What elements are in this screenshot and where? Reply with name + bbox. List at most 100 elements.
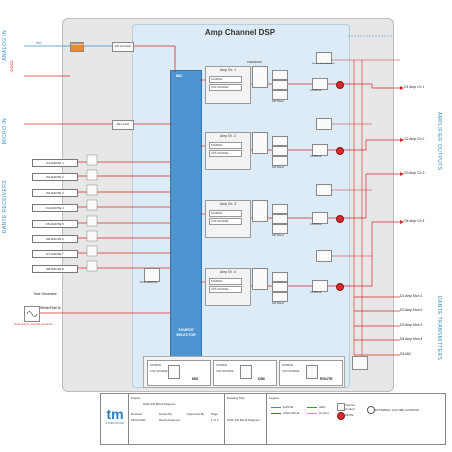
dante-tx-3: D3 Amp Mon 3 xyxy=(400,323,423,327)
dim-panel: SOURCE VOX SOURCE DIM xyxy=(213,360,277,386)
ch1-mute-icon xyxy=(336,81,344,89)
ch2-speaker-filter xyxy=(316,118,332,130)
legend-control: Control xyxy=(319,411,329,415)
amp-output-1: O1 Amp Ch 1 xyxy=(404,85,425,89)
mic-limiter-label: Mic Limiter xyxy=(116,123,130,126)
amp-ch2-source: SOURCE xyxy=(209,142,242,149)
ch4-mute-icon xyxy=(336,283,344,291)
ch3-eq-b xyxy=(272,214,288,224)
dante-rx-5: D5-DANTE 5 xyxy=(32,220,78,228)
legend-aes-swatch xyxy=(307,407,317,409)
adc-label: A/D Converter xyxy=(114,45,132,48)
tone-gen-icon xyxy=(24,306,40,322)
mix-source: SOURCE xyxy=(150,364,162,367)
mic-input-label: Mic xyxy=(36,41,42,45)
amp-output-4: O4 Amp Ch 4 xyxy=(404,219,425,223)
mix-sum-block xyxy=(168,365,180,379)
route-label: ROUTE xyxy=(320,377,333,381)
tone-gen-title: Tone Generator xyxy=(33,292,57,296)
selector-mic-label: MIC xyxy=(176,74,183,78)
legend-mute-icon xyxy=(337,412,345,420)
amplifier-outputs-label: AMPLIFIER OUTPUTS xyxy=(436,112,442,171)
amp-channel-4-title: Amp Ch. 4 xyxy=(219,270,237,274)
amp-ch2-vox-source: VOX SOURCE xyxy=(209,150,242,157)
ch2-eq-c xyxy=(272,156,288,166)
ch3-speaker-filter xyxy=(316,184,332,196)
ch2-eq-a xyxy=(272,136,288,146)
ch2-fir-label: FIR Filters xyxy=(272,166,284,169)
legend-mute: MUTE xyxy=(345,413,354,417)
dim-source: SOURCE xyxy=(216,364,228,367)
amp-channel-4: Amp Ch. 4 SOURCE VOX SOURCE xyxy=(205,268,251,306)
amp-output-2: O2 Amp Ch 2 xyxy=(404,137,425,141)
ch3-delay-label: 0-2500ms xyxy=(310,223,322,226)
volume-icon xyxy=(337,403,345,411)
approved-label: Approved By xyxy=(187,412,205,416)
title-block-drawing: Drawing Title NAM 4/D Block Diagram xyxy=(224,393,268,445)
dante-rx-1: D1-DANTE 1 xyxy=(32,159,78,167)
amp-channel-2: Amp Ch. 2 SOURCE VOX SOURCE xyxy=(205,132,251,170)
ch2-ducker xyxy=(252,132,268,154)
ch4-ducker xyxy=(252,268,268,290)
ch4-eq-c xyxy=(272,292,288,302)
ch4-speaker-filter xyxy=(316,250,332,262)
amp-channel-1: Amp Ch. 1 SOURCE VOX SOURCE xyxy=(205,66,251,104)
ch3-fir-label: FIR Filters xyxy=(272,234,284,237)
project-value: NAM 4/D Block Diagram xyxy=(143,402,176,406)
amp-output-3: O3 Amp Ch 3 xyxy=(404,171,425,175)
amp-ch3-vox-source: VOX SOURCE xyxy=(209,218,242,225)
ch1-speaker-filter xyxy=(316,52,332,64)
dim-label: DIM xyxy=(258,377,265,381)
ext-volume-icon xyxy=(367,406,375,414)
phantom-power-box: Phantom power xyxy=(70,42,86,52)
dsp-title: Amp Channel DSP xyxy=(204,28,276,37)
ch3-eq-c xyxy=(272,224,288,234)
ch1-delay xyxy=(312,78,328,90)
title-block-info: Project NAM 4/D Block Diagram Revised 23… xyxy=(128,393,226,445)
ch1-delay-label: 0-2500ms xyxy=(310,89,322,92)
tone-gen-note: Tone only by override at source xyxy=(14,322,53,326)
legend-volume: Volume Control xyxy=(345,403,356,411)
route-source: SOURCE xyxy=(282,364,294,367)
dante-rx-4: D4-DANTE 4 xyxy=(32,204,78,212)
dante-rx-6: D6-DANTE 6 xyxy=(32,235,78,243)
ch2-delay xyxy=(312,144,328,156)
revised-value: 23/11/2021 xyxy=(131,418,146,422)
power-input-label: +24VDC xyxy=(10,60,14,73)
logo-mark: tm xyxy=(106,406,124,422)
drawn-label: Drawn By xyxy=(159,412,173,416)
ch4-eq-a xyxy=(272,272,288,282)
amp-ch4-source: SOURCE xyxy=(209,278,242,285)
dim-vox-source: VOX SOURCE xyxy=(216,370,234,373)
dante-input-meters xyxy=(86,154,98,272)
amp-ch1-source: SOURCE xyxy=(209,76,242,83)
ch1-eq-b xyxy=(272,80,288,90)
drawing-title-label: Drawing Title xyxy=(227,396,245,400)
title-block-legend: Legend DANTE ANALOGUE AES Control Volume… xyxy=(266,393,446,445)
ch4-delay-label: 0-2500ms xyxy=(310,291,322,294)
dante-tx-1: D1 Amp Mon 1 xyxy=(400,294,423,298)
ch3-mute-icon xyxy=(336,215,344,223)
page-label: Page xyxy=(211,412,219,416)
revised-label: Revised xyxy=(131,412,142,416)
route-block xyxy=(306,365,318,379)
phantom-power-label: Phantom power xyxy=(71,44,86,46)
ch4-eq-b xyxy=(272,282,288,292)
dante-rx-3: D3-DANTE 3 xyxy=(32,189,78,197)
legend-label: Legend xyxy=(269,396,280,400)
amp-ch4-vox-source: VOX SOURCE xyxy=(209,286,242,293)
mic-limiter-box: Mic Limiter xyxy=(112,120,134,130)
legend-analogue: ANALOGUE xyxy=(283,411,300,415)
amp-channel-1-title: Amp Ch. 1 xyxy=(219,68,237,72)
route-panel: SOURCE VOX SOURCE ROUTE xyxy=(279,360,343,386)
mix-vox-source: VOX SOURCE xyxy=(150,370,168,373)
ch1-eq-c xyxy=(272,90,288,100)
tone-gen-options: White/Pink/1k xyxy=(40,306,61,310)
legend-dante-swatch xyxy=(271,407,281,409)
legend-analogue-swatch xyxy=(271,413,281,415)
dante-rx-2: D2-DANTE 2 xyxy=(32,173,78,181)
logo-subtitle: ETHERTRONIC xyxy=(105,422,125,425)
ch1-ducker-label: LINE/MIXER xyxy=(247,61,262,64)
dante-transmitters-label: DANTE TRANSMITTERS xyxy=(436,296,442,361)
